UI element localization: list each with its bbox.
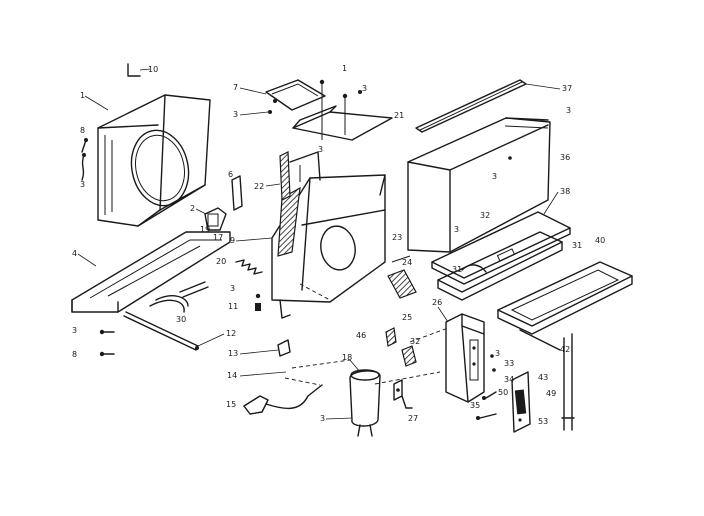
drain-tray-40	[497, 261, 633, 351]
callout-label: 8	[80, 126, 85, 135]
spring-20	[235, 259, 263, 275]
callout-label: 15	[226, 400, 236, 409]
capacitor-18	[349, 369, 381, 437]
screw-set-left	[81, 138, 88, 181]
callout-label: 34	[504, 375, 514, 384]
outer-cabinet	[407, 117, 551, 253]
drain-tube-30	[149, 281, 209, 313]
callout-label: 17	[213, 233, 223, 242]
side-rails	[561, 333, 575, 431]
callout-label: 6	[228, 170, 233, 179]
switch-19	[195, 207, 227, 231]
callout-label: 3	[233, 110, 238, 119]
callout-label: 4	[72, 249, 77, 258]
callout-label: 9	[230, 236, 235, 245]
callout-label: 3	[320, 414, 325, 423]
callout-label: 1	[80, 91, 85, 100]
top-panel-21	[292, 79, 393, 141]
callout-label: 3	[80, 180, 85, 189]
callout-label: 20	[216, 257, 226, 266]
callout-label: 14	[227, 371, 237, 380]
callout-label: 3	[495, 349, 500, 358]
base-plate-38	[431, 211, 571, 301]
callout-label: 12	[226, 329, 236, 338]
callout-label: 42	[560, 345, 570, 354]
callout-label: 40	[595, 236, 605, 245]
wiring-dashed	[299, 283, 449, 385]
callout-label: 31	[572, 241, 582, 250]
clip-part-10	[127, 63, 151, 77]
callout-label: 35	[470, 401, 480, 410]
bracket-6	[231, 151, 291, 211]
base-pan-4	[71, 231, 231, 313]
callout-label: 7	[233, 83, 238, 92]
callout-label: 22	[254, 182, 264, 191]
callout-label: 3	[230, 284, 235, 293]
callout-label: 27	[408, 414, 418, 423]
callout-label: 21	[394, 111, 404, 120]
callout-label: 13	[228, 349, 238, 358]
callout-label: 1	[342, 64, 347, 73]
clip-13	[277, 339, 291, 357]
callout-label: 31	[452, 265, 462, 274]
callout-label: 10	[148, 65, 158, 74]
callout-label: 3	[566, 106, 571, 115]
callout-label: 3	[72, 326, 77, 335]
callout-label: 36	[560, 153, 570, 162]
screws-lower-right	[476, 391, 497, 420]
callout-label: 37	[562, 84, 572, 93]
callout-label: 30	[176, 315, 186, 324]
blower-housing	[271, 151, 386, 319]
top-rail-37	[415, 79, 527, 133]
callout-label: 33	[504, 359, 514, 368]
callout-label: 3	[362, 84, 367, 93]
callout-label: 46	[356, 331, 366, 340]
callout-label: 25	[402, 313, 412, 322]
callout-label: 38	[560, 187, 570, 196]
control-panel-43	[511, 371, 531, 433]
power-cord-15	[243, 359, 351, 415]
bracket-27	[393, 379, 413, 409]
callout-label: 3	[454, 225, 459, 234]
screws-mid-left	[99, 293, 261, 357]
callout-label: 32	[410, 337, 420, 346]
fan-shroud	[97, 94, 211, 227]
callout-label: 53	[538, 417, 548, 426]
callout-label: 18	[342, 353, 352, 362]
callout-label: 49	[546, 389, 556, 398]
callout-label: 19	[200, 225, 210, 234]
callout-label: 8	[72, 350, 77, 359]
callout-label: 32	[480, 211, 490, 220]
coil-component-46	[385, 327, 417, 367]
callout-label: 3	[492, 172, 497, 181]
callout-label: 3	[318, 145, 323, 154]
callout-label: 50	[498, 388, 508, 397]
callout-label: 11	[228, 302, 238, 311]
rod-12	[123, 311, 199, 351]
control-box-26	[445, 313, 496, 403]
callout-labels: 1 10 8 3 7 3 1 3 21 3 6 22 2 19 17 9 4 2…	[72, 64, 605, 426]
cover-plate-7	[265, 79, 326, 114]
callout-label: 26	[432, 298, 442, 307]
panel-24	[387, 255, 417, 299]
callout-label: 43	[538, 373, 548, 382]
callout-label: 23	[392, 233, 402, 242]
callout-label: 2	[190, 204, 195, 213]
callout-label: 24	[402, 258, 412, 267]
